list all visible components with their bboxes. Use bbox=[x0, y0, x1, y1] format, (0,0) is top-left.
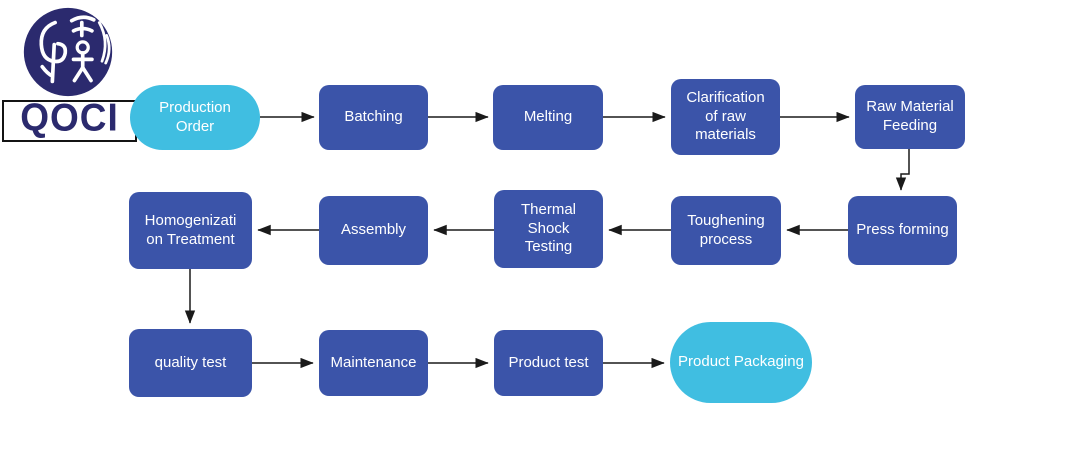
node-clarification-of-raw-materials: Clarification of raw materials bbox=[671, 79, 780, 155]
seal-characters-icon bbox=[23, 7, 113, 97]
node-melting: Melting bbox=[493, 85, 603, 150]
node-press-forming: Press forming bbox=[848, 196, 957, 265]
node-label: quality test bbox=[154, 353, 227, 371]
node-homogenization-treatment: Homogenizati on Treatment bbox=[129, 192, 252, 269]
logo-wordmark-frame: QOCI bbox=[2, 95, 137, 142]
node-quality-test: quality test bbox=[129, 329, 252, 397]
node-label: Product Packaging bbox=[678, 353, 804, 371]
node-production-order: Production Order bbox=[130, 85, 260, 150]
node-label: Batching bbox=[344, 108, 403, 126]
node-raw-material-feeding: Raw Material Feeding bbox=[855, 85, 965, 149]
node-label: Toughening process bbox=[687, 211, 765, 248]
node-product-packaging: Product Packaging bbox=[670, 322, 812, 403]
node-label: Assembly bbox=[340, 221, 407, 239]
arrow-raw-material-feeding-to-press-forming bbox=[895, 149, 910, 191]
node-product-test: Product test bbox=[494, 330, 603, 396]
node-maintenance: Maintenance bbox=[319, 330, 428, 396]
node-label: Production Order bbox=[159, 98, 231, 135]
node-label: Press forming bbox=[856, 221, 949, 239]
logo-wordmark-text: QOCI bbox=[20, 95, 119, 139]
node-thermal-shock-testing: Thermal Shock Testing bbox=[494, 190, 603, 268]
node-label: Homogenizati on Treatment bbox=[144, 211, 237, 248]
node-label: Melting bbox=[523, 108, 573, 126]
node-batching: Batching bbox=[319, 85, 428, 150]
node-label: Thermal Shock Testing bbox=[520, 200, 576, 256]
node-assembly: Assembly bbox=[319, 196, 428, 265]
node-toughening-process: Toughening process bbox=[671, 196, 781, 265]
node-label: Product test bbox=[508, 353, 589, 371]
node-label: Maintenance bbox=[330, 353, 417, 371]
node-label: Raw Material Feeding bbox=[866, 98, 954, 134]
node-label: Clarification of raw materials bbox=[686, 88, 765, 144]
company-logo: QOCI bbox=[0, 0, 140, 145]
